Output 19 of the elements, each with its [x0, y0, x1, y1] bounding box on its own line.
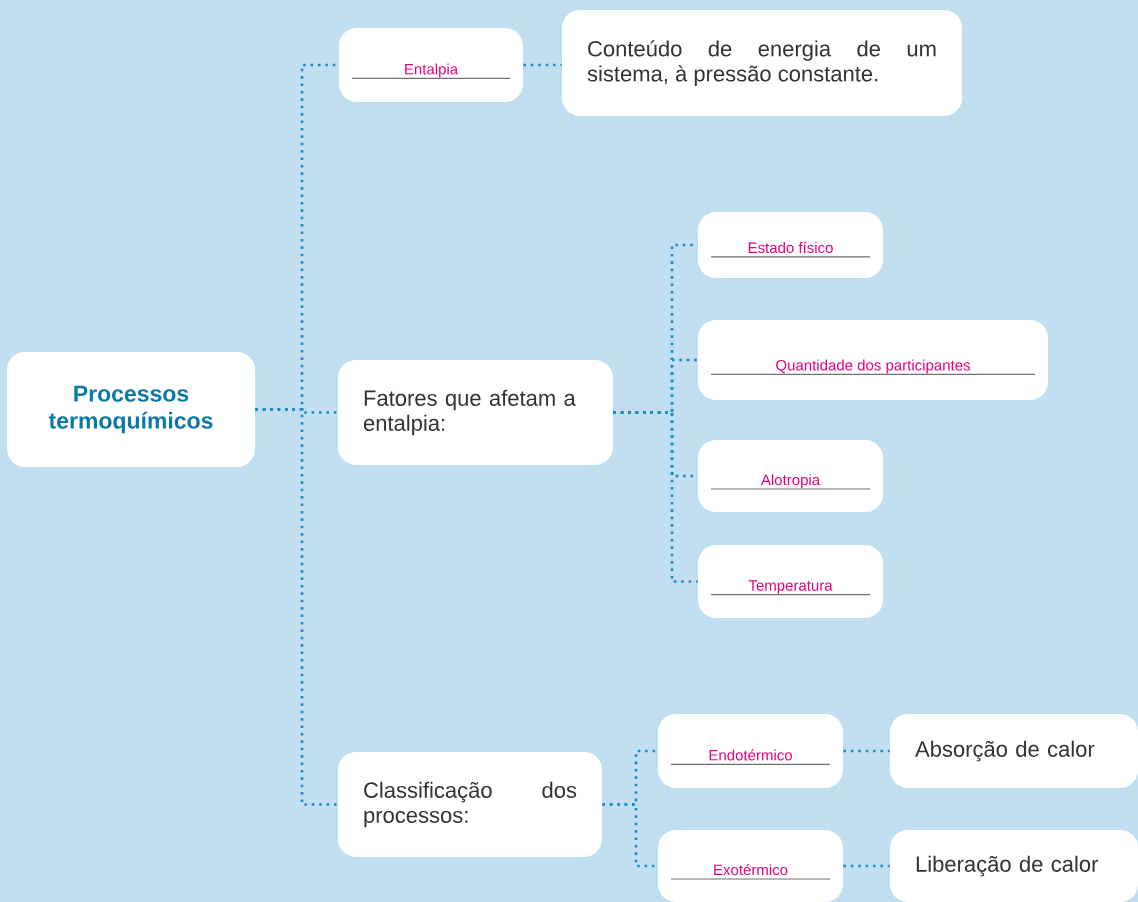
- answer-box: Alotropia: [698, 440, 883, 512]
- concept-box: Classificação dos processos:: [338, 752, 602, 858]
- answer-box: Quantidade dos participantes: [698, 320, 1048, 400]
- concept-box: Absorção de calor: [890, 714, 1138, 789]
- answer-box: Entalpia: [339, 28, 523, 102]
- dotted-connector: [602, 803, 658, 868]
- answer-box: Endotérmico: [658, 714, 843, 789]
- concept-box: Conteúdo de energia de um sistema, à pressão constante.: [562, 10, 962, 116]
- dotted-connector: [843, 749, 890, 753]
- answer-box: Exotérmico: [658, 830, 843, 902]
- concept-box: Liberação de calor: [890, 830, 1138, 902]
- dotted-connector: [523, 63, 562, 67]
- dotted-connector: [843, 864, 890, 868]
- dotted-connector: [613, 411, 698, 583]
- answer-box: Temperatura: [698, 545, 883, 618]
- dotted-connector: [255, 408, 338, 806]
- concept-box: Fatores que afetam a entalpia:: [338, 360, 613, 465]
- topic-box: Processos termoquímicos: [7, 352, 255, 467]
- answer-box: Estado físico: [698, 212, 883, 278]
